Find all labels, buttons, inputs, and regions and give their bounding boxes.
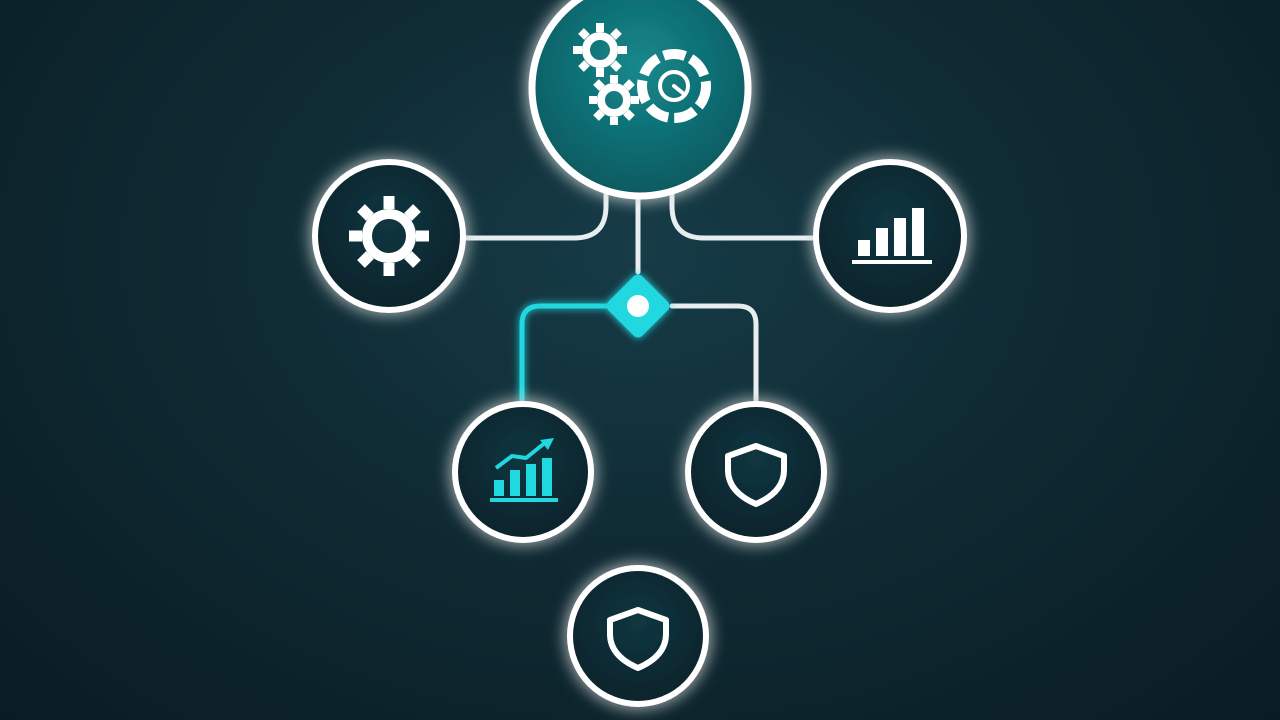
- edge-junction-lowerleft: [519, 303, 609, 405]
- growth-chart-icon: [490, 438, 558, 502]
- shield-icon: [725, 443, 787, 507]
- node-left: [312, 159, 466, 313]
- node-lower-left: [452, 401, 594, 543]
- shield-icon: [607, 607, 669, 671]
- node-bottom: [567, 565, 709, 707]
- edge-hub-left: [461, 191, 609, 241]
- edge-hub-right: [669, 191, 819, 241]
- gear-icon: [349, 196, 429, 276]
- bar-chart-icon: [852, 208, 932, 264]
- node-hub: [528, 0, 752, 200]
- junction-diamond-icon: [627, 295, 649, 317]
- node-right: [813, 159, 967, 313]
- gears-dial-icon: [573, 23, 711, 125]
- edge-junction-lowerright: [669, 303, 759, 405]
- connectors: [461, 191, 819, 569]
- node-lower-right: [685, 401, 827, 543]
- junction-node: [606, 274, 670, 338]
